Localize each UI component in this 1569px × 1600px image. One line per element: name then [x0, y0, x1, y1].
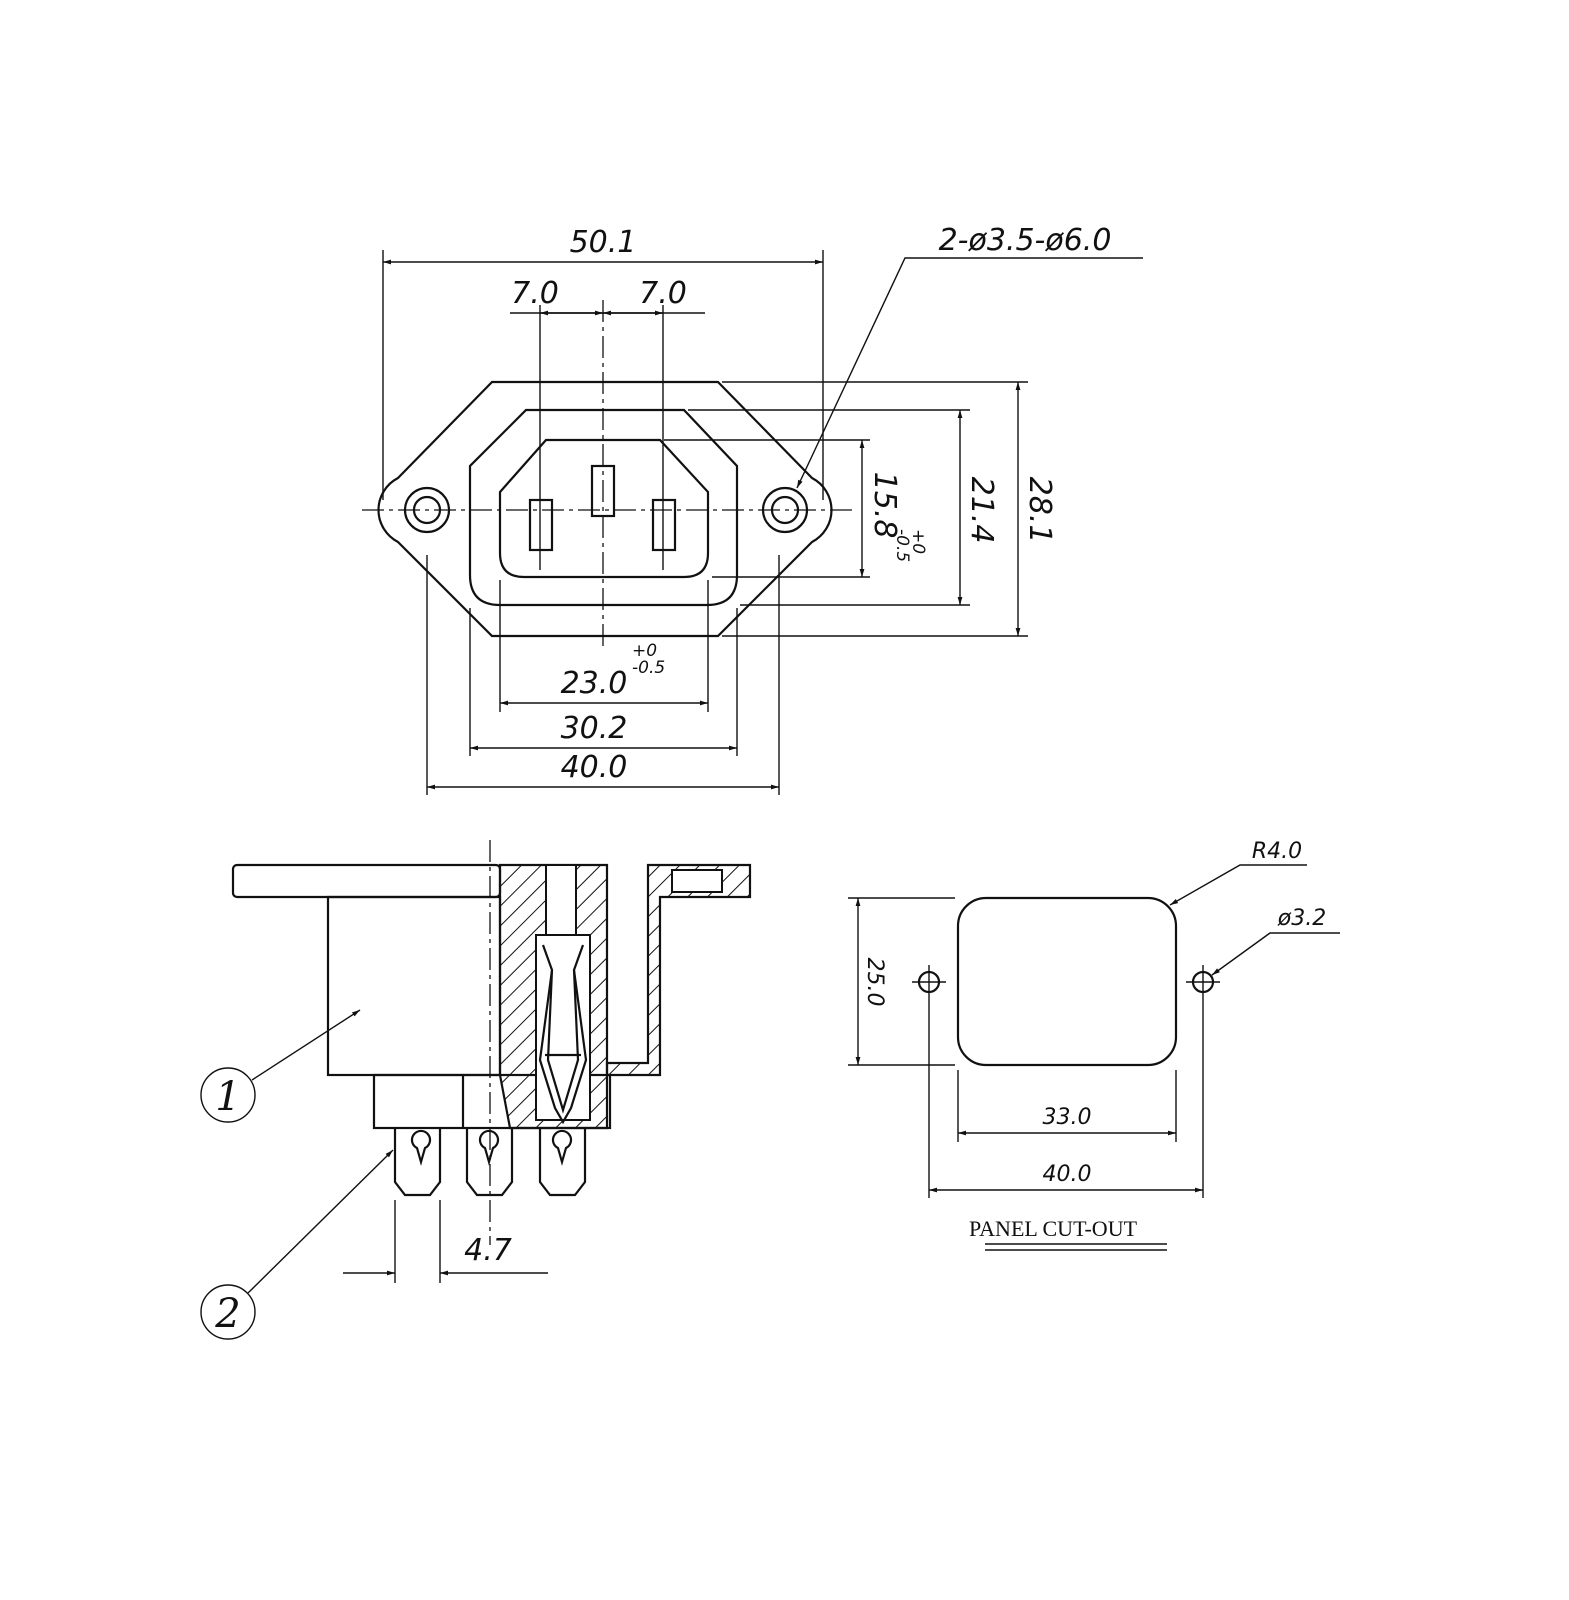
terminal	[465, 1128, 514, 1197]
dim-socket-tol-plus: +0	[632, 641, 657, 661]
dim-overall-width: 50.1	[570, 225, 637, 260]
terminals	[393, 1128, 587, 1197]
dim-body-width: 30.2	[561, 711, 628, 746]
dim-socket-h-tol-plus: +0	[908, 529, 928, 554]
dim-body-height: 21.4	[964, 477, 999, 544]
dim-socket-h-tol-minus: -0.5	[892, 529, 912, 562]
dim-hole-spacing: 40.0	[561, 750, 628, 785]
dim-socket-tol-minus: -0.5	[632, 658, 665, 678]
callout-1-circle	[200, 1067, 256, 1123]
housing-body	[326, 895, 502, 1077]
dim-terminal-width: 4.7	[464, 1233, 512, 1268]
cutout-outline	[956, 896, 1178, 1067]
dim-pin-pitch-left: 7.0	[511, 276, 559, 311]
pin-left	[528, 498, 554, 552]
dim-cutout-height: 25.0	[862, 958, 887, 1007]
socket-outline	[498, 438, 710, 579]
dim-socket-height: 15.8	[867, 472, 902, 539]
flange-outline	[377, 380, 833, 638]
panel-cutout-title: PANEL CUT-OUT	[969, 1216, 1138, 1241]
pin-right	[651, 498, 677, 552]
panel-cutout: 25.0 33.0 40.0 R4.0 ø3.2 PANEL CUT-OUT	[848, 839, 1340, 1251]
dim-pin-pitch-right: 7.0	[639, 276, 687, 311]
dim-mounting-holes: 2-ø3.5-ø6.0	[939, 223, 1112, 258]
contact-spring	[538, 944, 588, 1125]
callout-2: 2	[214, 1291, 240, 1337]
dim-cutout-width: 33.0	[1043, 1105, 1092, 1130]
lower-block	[372, 1073, 612, 1130]
terminal	[538, 1128, 587, 1197]
dim-cutout-hole-spacing: 40.0	[1043, 1162, 1092, 1187]
top-view: 50.1 7.0 7.0 2-ø3.5-ø6.0 23.0 +0 -0.5 30…	[362, 223, 1143, 795]
dim-flange-height: 28.1	[1022, 477, 1057, 544]
callout-2-circle	[200, 1284, 256, 1340]
dim-corner-radius: R4.0	[1252, 839, 1302, 864]
side-view: 1 2 4.7	[200, 840, 752, 1340]
flange	[231, 863, 502, 899]
terminal	[393, 1128, 442, 1197]
dim-socket-width: 23.0	[561, 666, 628, 701]
dim-hole-dia: ø3.2	[1277, 906, 1326, 931]
mount-bracket	[605, 863, 752, 1077]
callout-1: 1	[215, 1074, 240, 1120]
